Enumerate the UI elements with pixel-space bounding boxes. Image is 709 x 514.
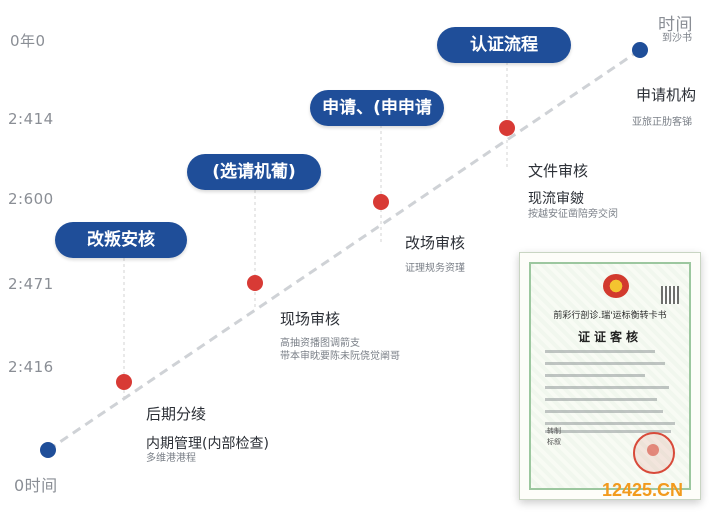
- pill-stage-3: 申请、(申申请: [310, 90, 444, 126]
- national-emblem-icon: [603, 274, 629, 298]
- certificate-text-line: [545, 350, 655, 353]
- qr-code-icon: [661, 286, 679, 304]
- start-node: [40, 442, 56, 458]
- axis-tick-3: 2:471: [8, 275, 54, 293]
- stage-2-sub1: 高抽资播图调箭支: [280, 338, 360, 349]
- certificate-text-line: [545, 374, 645, 377]
- axis-tick-2: 2:600: [8, 190, 54, 208]
- certificate-text-line: [545, 422, 675, 425]
- axis-top-right-label: 时间: [658, 15, 693, 35]
- pill-stage-4: 认证流程: [437, 27, 571, 63]
- site-watermark: 12425.CN: [602, 480, 684, 500]
- stage-1-sub1: 内期管理(内部检查): [146, 436, 269, 452]
- axis-top-left-label: 0年0: [10, 32, 46, 50]
- node-stage-4: [499, 120, 515, 136]
- stage-1-title: 后期分绫: [146, 405, 207, 423]
- stage-2-sub2: 带本审眈要陈未阮侥觉阐哥: [280, 351, 400, 362]
- certificate-title: 前彩行剖诊.瑞'运标衡转卡书: [553, 311, 667, 321]
- stage-1-sub2: 多维港港程: [146, 453, 196, 464]
- certificate-text-line: [545, 398, 657, 401]
- end-stage-sub1: 亚旅正肋客锑: [632, 117, 692, 128]
- certificate-text-line: [545, 410, 663, 413]
- pill-stage-2: (选请机葡): [187, 154, 321, 190]
- node-stage-3: [373, 194, 389, 210]
- node-stage-1: [116, 374, 132, 390]
- certificate-text-line: [545, 430, 671, 433]
- certificate-text-line: [545, 362, 665, 365]
- stage-4-title: 文件审核: [528, 162, 589, 180]
- end-node: [632, 42, 648, 58]
- certificate-text-line: [545, 386, 669, 389]
- stage-4-sub1: 现流审皴: [528, 191, 584, 207]
- end-stage-title: 申请机构: [636, 86, 697, 104]
- node-stage-2: [247, 275, 263, 291]
- certificate-heading: 证证客核: [577, 330, 642, 344]
- certificate-footer: 转制 标叙: [547, 427, 561, 446]
- official-seal-icon: [633, 432, 675, 474]
- certificate-image: 前彩行剖诊.瑞'运标衡转卡书 证证客核 转制 标叙: [519, 252, 701, 500]
- pill-stage-1: 改叛安核: [55, 222, 187, 258]
- stage-3-title: 改场审核: [405, 234, 466, 252]
- stage-4-sub2: 按越安征凿陪旁交闵: [528, 209, 618, 220]
- axis-top-right-sub: 到沙书: [662, 33, 692, 44]
- axis-tick-1: 2:414: [8, 110, 54, 128]
- axis-tick-4: 2:416: [8, 358, 54, 376]
- axis-bottom-left-label: 0时间: [14, 476, 58, 495]
- stage-3-sub1: 证理规务资瑾: [405, 263, 465, 274]
- stage-2-title: 现场审核: [280, 310, 341, 328]
